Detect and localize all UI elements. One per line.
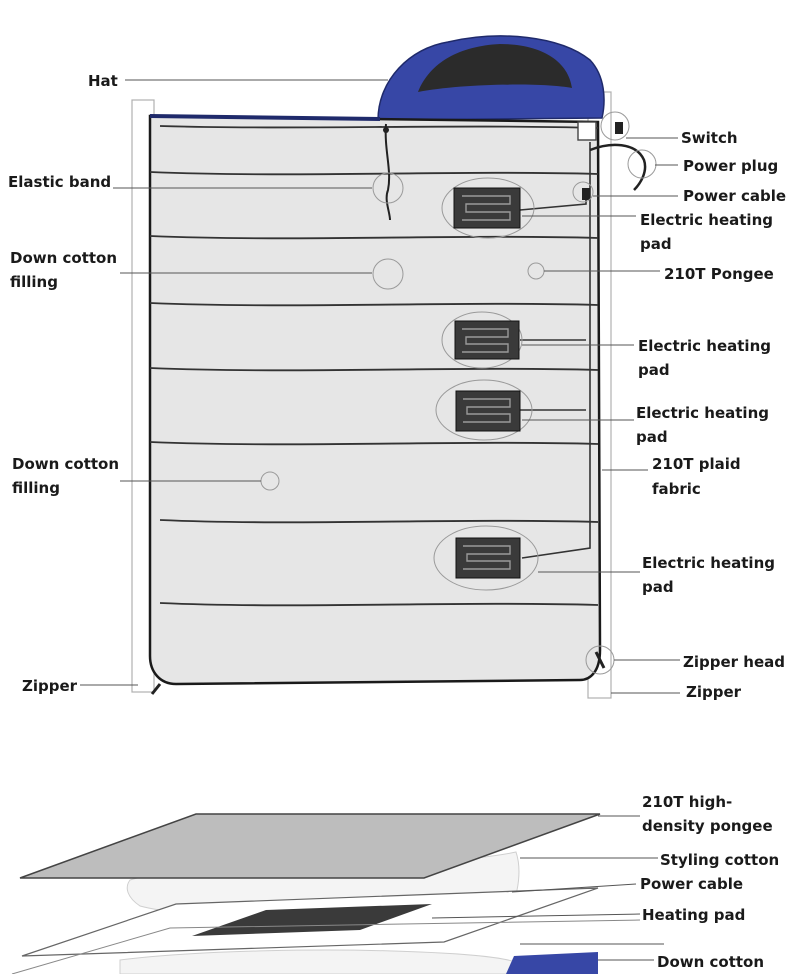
- heating-pad-4: [433, 525, 539, 591]
- label-power-cable: Power cable: [683, 187, 786, 205]
- label-zipper-head: Zipper head: [683, 653, 785, 671]
- bag-top-edge: [149, 114, 381, 121]
- label-heating-pad-layer: Heating pad: [642, 906, 745, 924]
- heating-pad-2: [441, 311, 523, 369]
- power-plug-cable: [589, 143, 647, 191]
- callout-circles: [260, 111, 657, 675]
- down-cotton-layer: [119, 949, 521, 974]
- heating-pad-layer: [192, 904, 432, 936]
- leader-lines-bottom: [431, 815, 664, 961]
- heating-pad-1: [441, 177, 535, 239]
- label-heating-pad-3a: Electric heating: [636, 404, 769, 422]
- zipper-head-left: [150, 683, 162, 695]
- heating-pads: [433, 177, 539, 591]
- label-heating-pad-1b: pad: [640, 235, 672, 253]
- pongee-sheet: [19, 813, 601, 879]
- label-heating-pad-2a: Electric heating: [638, 337, 771, 355]
- down-cotton-blue: [506, 952, 598, 974]
- labels-bottom: 210T high- density pongee Styling cotton…: [640, 793, 779, 971]
- label-switch: Switch: [681, 129, 738, 147]
- label-power-plug: Power plug: [683, 157, 778, 175]
- label-heating-pad-4a: Electric heating: [642, 554, 775, 572]
- layer-stack-illustration: [11, 813, 641, 974]
- label-pongee: 210T Pongee: [664, 265, 774, 283]
- label-styling-cotton: Styling cotton: [660, 851, 779, 869]
- leader-lines-top: [80, 79, 680, 694]
- label-zipper-left: Zipper: [22, 677, 78, 695]
- label-down-filling-1a: Down cotton: [10, 249, 117, 267]
- label-heating-pad-1a: Electric heating: [640, 211, 773, 229]
- zipper-head-right: [594, 651, 606, 669]
- heating-pad-3: [435, 379, 533, 441]
- cable-connector: [582, 188, 590, 200]
- label-down-filling-2b: filling: [12, 479, 60, 497]
- label-plaid-a: 210T plaid: [652, 455, 741, 473]
- label-down-cotton-layer: Down cotton: [657, 953, 764, 971]
- label-down-filling-2a: Down cotton: [12, 455, 119, 473]
- sleeping-bag-illustration: [131, 35, 657, 699]
- labels-top: Hat Elastic band Down cotton filling Dow…: [8, 72, 786, 701]
- label-heating-pad-4b: pad: [642, 578, 674, 596]
- label-hat: Hat: [88, 72, 118, 90]
- label-elastic-band: Elastic band: [8, 173, 111, 191]
- bottom-sheet-edge: [11, 919, 641, 974]
- label-heating-pad-2b: pad: [638, 361, 670, 379]
- label-zipper-right: Zipper: [686, 683, 742, 701]
- hood-inner: [418, 44, 572, 92]
- switch-box: [577, 121, 597, 141]
- label-pongee-high-density-b: density pongee: [642, 817, 773, 835]
- label-power-cable-layer: Power cable: [640, 875, 743, 893]
- label-down-filling-1b: filling: [10, 273, 58, 291]
- label-pongee-high-density-a: 210T high-: [642, 793, 732, 811]
- drawstring: [384, 123, 391, 221]
- label-heating-pad-3b: pad: [636, 428, 668, 446]
- quilting-seams: [149, 125, 599, 607]
- switch-indicator: [615, 122, 623, 134]
- label-plaid-b: fabric: [652, 480, 701, 498]
